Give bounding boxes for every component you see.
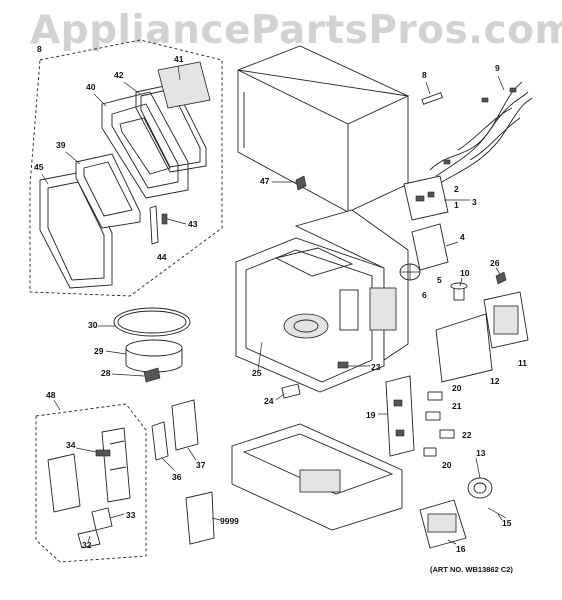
part-glass-tray <box>113 307 191 337</box>
callout-36: 36 <box>172 472 182 482</box>
part-magnetron <box>483 291 529 349</box>
door-group-boundary <box>29 39 223 297</box>
part-fuse <box>421 92 443 105</box>
part-base-plate <box>231 423 403 531</box>
callout-43: 43 <box>188 219 198 229</box>
part-control-board <box>403 175 470 221</box>
part-air-duct <box>435 313 493 383</box>
callout-48: 48 <box>46 390 56 400</box>
callout-28: 28 <box>101 368 111 378</box>
callout-13: 13 <box>476 448 486 458</box>
callout-3: 3 <box>472 197 477 207</box>
callout-26: 26 <box>490 258 500 268</box>
part-door-spring <box>163 217 187 225</box>
callout-1: 1 <box>454 200 459 210</box>
part-interlock-board <box>385 375 415 457</box>
part-cavity-assembly <box>235 209 409 393</box>
callout-10: 10 <box>460 268 470 278</box>
part-switch-primary <box>427 391 443 401</box>
callout-40: 40 <box>86 82 96 92</box>
callout-23: 23 <box>371 362 381 372</box>
part-handle <box>91 507 113 531</box>
part-door-latch <box>149 205 159 245</box>
callout-22: 22 <box>462 430 472 440</box>
art-number: (ART NO. WB13862 C2) <box>430 565 513 574</box>
part-coupler <box>143 367 161 383</box>
callout-41: 41 <box>174 54 184 64</box>
part-switch-monitor <box>439 429 455 439</box>
callout-16: 16 <box>456 544 466 554</box>
callout-9: 9 <box>495 63 500 73</box>
part-fan-motor <box>399 223 449 281</box>
callout-29: 29 <box>94 346 104 356</box>
part-literature <box>185 491 215 545</box>
callout-11: 11 <box>518 358 527 368</box>
part-switch-secondary <box>425 411 441 421</box>
control-panel-group <box>35 403 147 563</box>
callout-32: 32 <box>82 540 92 550</box>
callout-39: 39 <box>56 140 66 150</box>
part-diode <box>487 507 507 519</box>
callout-47: 47 <box>260 176 270 186</box>
callout-44: 44 <box>157 252 167 262</box>
callout-5: 5 <box>437 275 442 285</box>
callout-25: 25 <box>252 368 262 378</box>
part-thermal-cutout <box>450 282 468 301</box>
door-assembly-group <box>29 39 223 297</box>
part-thermostat <box>281 383 301 399</box>
part-mounting-bracket <box>47 453 81 513</box>
callout-2: 2 <box>454 184 459 194</box>
part-lamp-socket <box>337 361 349 369</box>
callout-34: 34 <box>66 440 76 450</box>
callout-20b: 20 <box>442 460 452 470</box>
part-touch-panel <box>171 399 199 451</box>
part-door-inner <box>101 91 189 199</box>
part-touch-panel-cover <box>95 449 111 457</box>
part-control-board-small <box>151 421 169 461</box>
part-turntable-motor <box>467 477 493 499</box>
part-switch-door <box>423 447 437 457</box>
callout-6: 6 <box>422 290 427 300</box>
leader-lines <box>41 65 505 545</box>
callout-21: 21 <box>452 401 462 411</box>
part-outer-case <box>237 45 410 213</box>
part-roller-ring <box>125 339 183 373</box>
callout-24: 24 <box>264 396 274 406</box>
callout-12: 12 <box>490 376 500 386</box>
callout-30: 30 <box>88 320 98 330</box>
part-wire-harness <box>429 81 533 183</box>
watermark: AppliancePartsPros.com <box>30 8 562 53</box>
callout-8-top: 8 <box>37 44 42 54</box>
callout-37: 37 <box>196 460 206 470</box>
part-door-choke <box>75 153 141 229</box>
callout-9999: 9999 <box>220 516 239 526</box>
callout-20a: 20 <box>452 383 462 393</box>
part-door-window <box>157 61 211 109</box>
callout-15: 15 <box>502 518 512 528</box>
callout-42: 42 <box>114 70 124 80</box>
part-transformer <box>419 499 467 549</box>
control-group-boundary <box>35 403 147 563</box>
part-clip <box>295 175 307 191</box>
callout-33: 33 <box>126 510 136 520</box>
callout-19: 19 <box>366 410 376 420</box>
callout-4: 4 <box>460 232 465 242</box>
callout-8: 8 <box>422 70 427 80</box>
callout-45: 45 <box>34 162 44 172</box>
part-damper <box>495 271 507 285</box>
part-control-panel <box>101 427 131 503</box>
